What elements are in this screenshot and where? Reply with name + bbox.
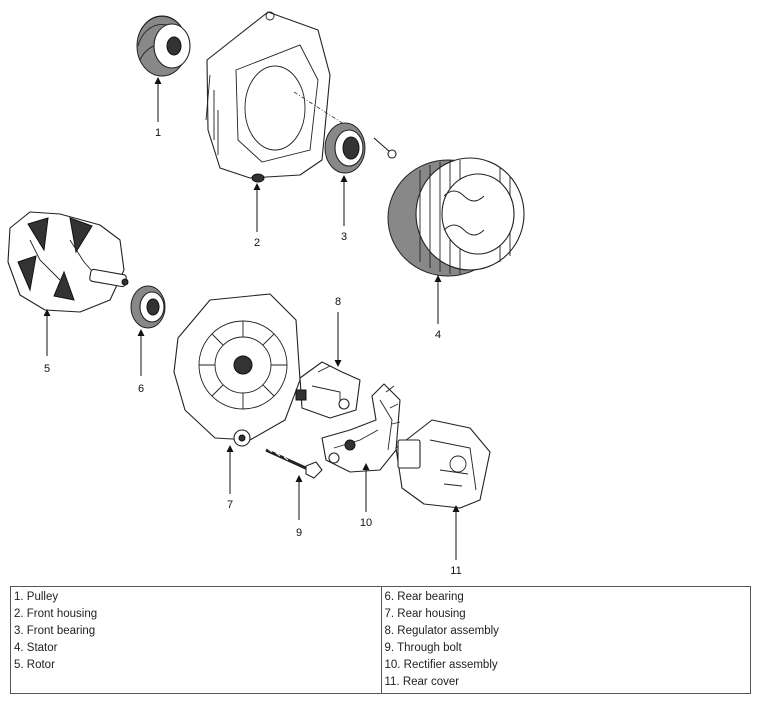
legend-item: 10. Rectifier assembly <box>384 659 498 671</box>
callout-3: 3 <box>341 231 347 243</box>
legend-item: 2. Front housing <box>14 608 98 620</box>
legend-item: 5. Rotor <box>14 659 55 671</box>
callout-5: 5 <box>44 363 50 375</box>
legend-item: 4. Stator <box>14 642 58 654</box>
front-bearing-part <box>324 122 366 174</box>
regulator-assembly-part <box>295 361 361 419</box>
legend-item: 9. Through bolt <box>384 642 462 654</box>
leader-lines <box>43 77 460 560</box>
pulley-part <box>136 15 191 77</box>
rear-housing-part <box>173 293 301 447</box>
callout-10: 10 <box>360 517 372 529</box>
callout-4: 4 <box>435 329 441 341</box>
callout-6: 6 <box>138 383 144 395</box>
legend-item: 7. Rear housing <box>384 608 466 620</box>
callout-2: 2 <box>254 237 260 249</box>
legend-item: 6. Rear bearing <box>384 591 464 603</box>
legend-item: 1. Pulley <box>14 591 59 603</box>
legend-item: 8. Regulator assembly <box>384 625 499 637</box>
alternator-exploded-diagram: 1 2 3 4 5 6 7 8 9 10 11 <box>7 11 525 577</box>
callout-7: 7 <box>227 499 233 511</box>
legend-item: 3. Front bearing <box>14 625 96 637</box>
parts-legend-table: 1. Pulley 2. Front housing 3. Front bear… <box>10 586 751 694</box>
legend-column-right: 6. Rear bearing 7. Rear housing 8. Regul… <box>380 587 751 693</box>
rear-cover-part <box>395 419 491 509</box>
callout-9: 9 <box>296 527 302 539</box>
callout-1: 1 <box>155 127 161 139</box>
rotor-part <box>7 211 129 313</box>
legend-item: 11. Rear cover <box>384 676 460 688</box>
front-housing-part <box>205 11 331 183</box>
callout-8: 8 <box>335 296 341 308</box>
callout-11: 11 <box>450 565 461 577</box>
screw-part <box>373 137 397 159</box>
rear-bearing-part <box>130 285 166 329</box>
through-bolt-part <box>265 448 323 479</box>
rectifier-assembly-part <box>321 383 401 473</box>
stator-part <box>387 157 525 277</box>
legend-column-left: 1. Pulley 2. Front housing 3. Front bear… <box>11 587 381 693</box>
callout-labels: 1 2 3 4 5 6 7 8 9 10 11 <box>44 127 462 577</box>
